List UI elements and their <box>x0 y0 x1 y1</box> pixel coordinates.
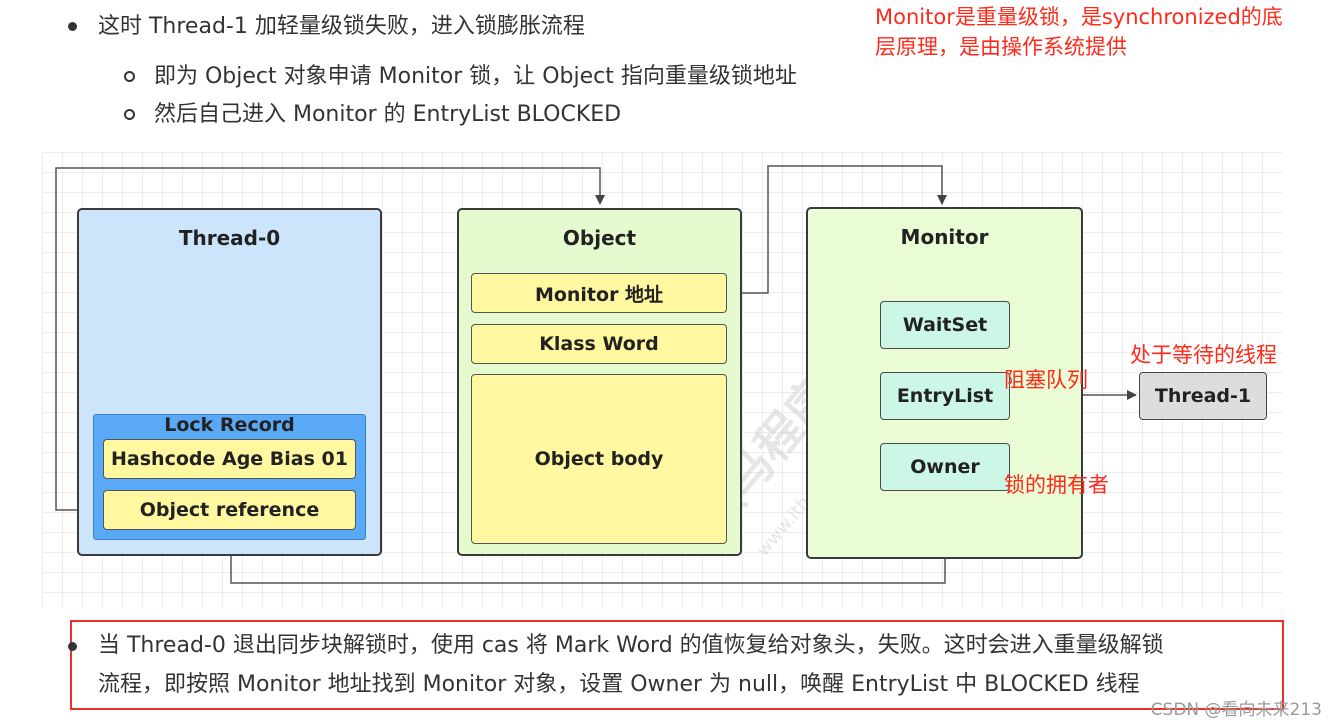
annotation-waiting-thread: 处于等待的线程 <box>1130 343 1277 367</box>
diagram-canvas: 黑马程序员 www.itheima.com Thread-0 Lock Reco… <box>42 152 1282 607</box>
side-note-line-1: Monitor是重量级锁，是synchronized的底 <box>875 5 1283 29</box>
lock-record-panel: Lock Record Hashcode Age Bias 01 Object … <box>93 414 366 540</box>
annotation-blocking-queue: 阻塞队列 <box>1004 368 1088 392</box>
entrylist-field: EntryList <box>880 372 1010 420</box>
source-watermark: CSDN @看向未来213 <box>1150 700 1322 720</box>
waitset-field: WaitSet <box>880 301 1010 349</box>
bullet-dot <box>68 642 77 651</box>
owner-field: Owner <box>880 443 1010 491</box>
monitor-title: Monitor <box>900 225 989 249</box>
object-reference-arrow <box>55 167 605 511</box>
conclusion-line-1: 当 Thread-0 退出同步块解锁时，使用 cas 将 Mark Word 的… <box>98 633 1164 658</box>
intro-bullet-1: 这时 Thread-1 加轻量级锁失败，进入锁膨胀流程 <box>98 14 585 39</box>
thread0-title: Thread-0 <box>178 226 281 250</box>
conclusion-highlight-frame <box>70 620 1284 710</box>
object-reference-field: Object reference <box>103 490 356 530</box>
lock-record-title: Lock Record <box>164 414 295 436</box>
conclusion-line-2: 流程，即按照 Monitor 地址找到 Monitor 对象，设置 Owner … <box>98 672 1140 697</box>
bullet-dot <box>68 22 77 31</box>
hashcode-field: Hashcode Age Bias 01 <box>103 439 356 479</box>
object-title: Object <box>562 226 637 250</box>
object-panel: Object Monitor 地址 Klass Word Object body <box>457 208 742 556</box>
monitor-address-field: Monitor 地址 <box>471 273 727 313</box>
annotation-lock-owner: 锁的拥有者 <box>1004 473 1109 497</box>
intro-sub-bullet-2: 然后自己进入 Monitor 的 EntryList BLOCKED <box>154 102 622 127</box>
klass-word-field: Klass Word <box>471 324 727 364</box>
monitor-panel: Monitor WaitSet EntryList Owner <box>806 207 1083 559</box>
monitor-address-arrow <box>728 165 947 294</box>
side-note-line-2: 层原理，是由操作系统提供 <box>875 35 1127 59</box>
thread0-panel: Thread-0 Lock Record Hashcode Age Bias 0… <box>77 208 382 556</box>
object-body-field: Object body <box>471 374 727 544</box>
sub-bullet-dot <box>124 71 135 82</box>
thread1-box: Thread-1 <box>1139 372 1267 420</box>
sub-bullet-dot <box>124 109 135 120</box>
intro-sub-bullet-1: 即为 Object 对象申请 Monitor 锁，让 Object 指向重量级锁… <box>154 64 797 89</box>
